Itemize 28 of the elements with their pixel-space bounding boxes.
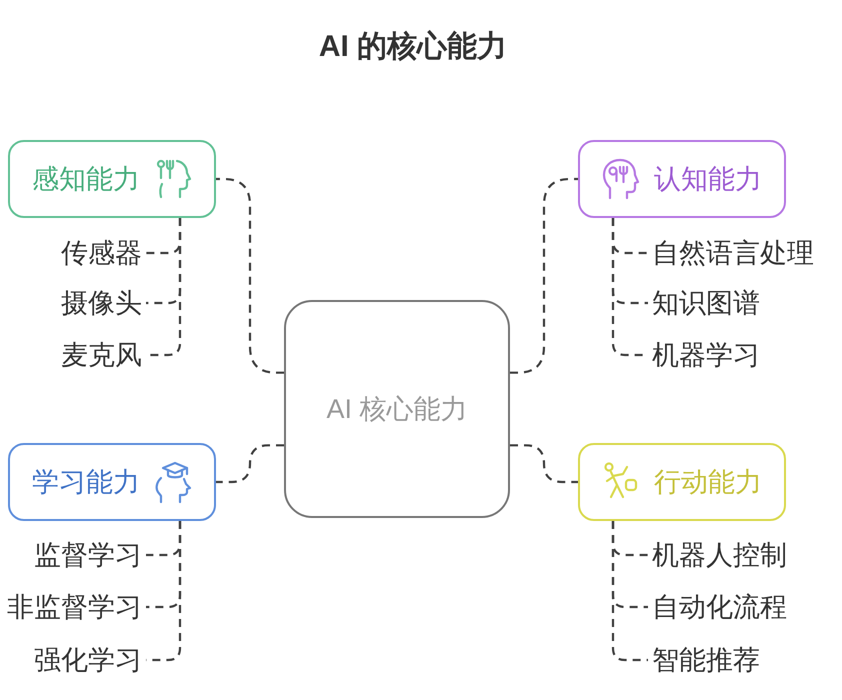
category-box bbox=[578, 140, 786, 218]
branch-label: 机器学习 bbox=[652, 339, 760, 371]
dashed-connector bbox=[216, 444, 284, 484]
branch-label: 传感器 bbox=[61, 237, 142, 269]
branch-label: 自然语言处理 bbox=[652, 237, 814, 269]
dashed-connector bbox=[612, 521, 648, 662]
branch-label: 麦克风 bbox=[61, 339, 142, 371]
dashed-connector bbox=[510, 178, 578, 374]
branch-label: 知识图谱 bbox=[652, 287, 760, 319]
category-box bbox=[8, 140, 216, 218]
branch-label: 强化学习 bbox=[34, 644, 142, 676]
branch-label: 非监督学习 bbox=[7, 591, 142, 623]
category-title: 行动能力 bbox=[654, 466, 762, 498]
category-box bbox=[578, 443, 786, 521]
dashed-connector bbox=[510, 444, 578, 484]
title: AI 的核心能力 bbox=[318, 29, 508, 65]
branch-label: 自动化流程 bbox=[652, 591, 787, 623]
category-title: 认知能力 bbox=[654, 162, 762, 196]
branch-label: 摄像头 bbox=[61, 287, 142, 319]
branch-label: 智能推荐 bbox=[652, 644, 760, 676]
category-title: 学习能力 bbox=[32, 466, 140, 498]
branch-label: 机器人控制 bbox=[652, 539, 787, 571]
dashed-connector bbox=[216, 178, 284, 374]
center-box: AI 核心能力 bbox=[284, 300, 510, 518]
branch-label: 监督学习 bbox=[34, 539, 142, 571]
category-box bbox=[8, 443, 216, 521]
category-title: 感知能力 bbox=[32, 162, 140, 196]
dashed-connector bbox=[146, 521, 182, 662]
